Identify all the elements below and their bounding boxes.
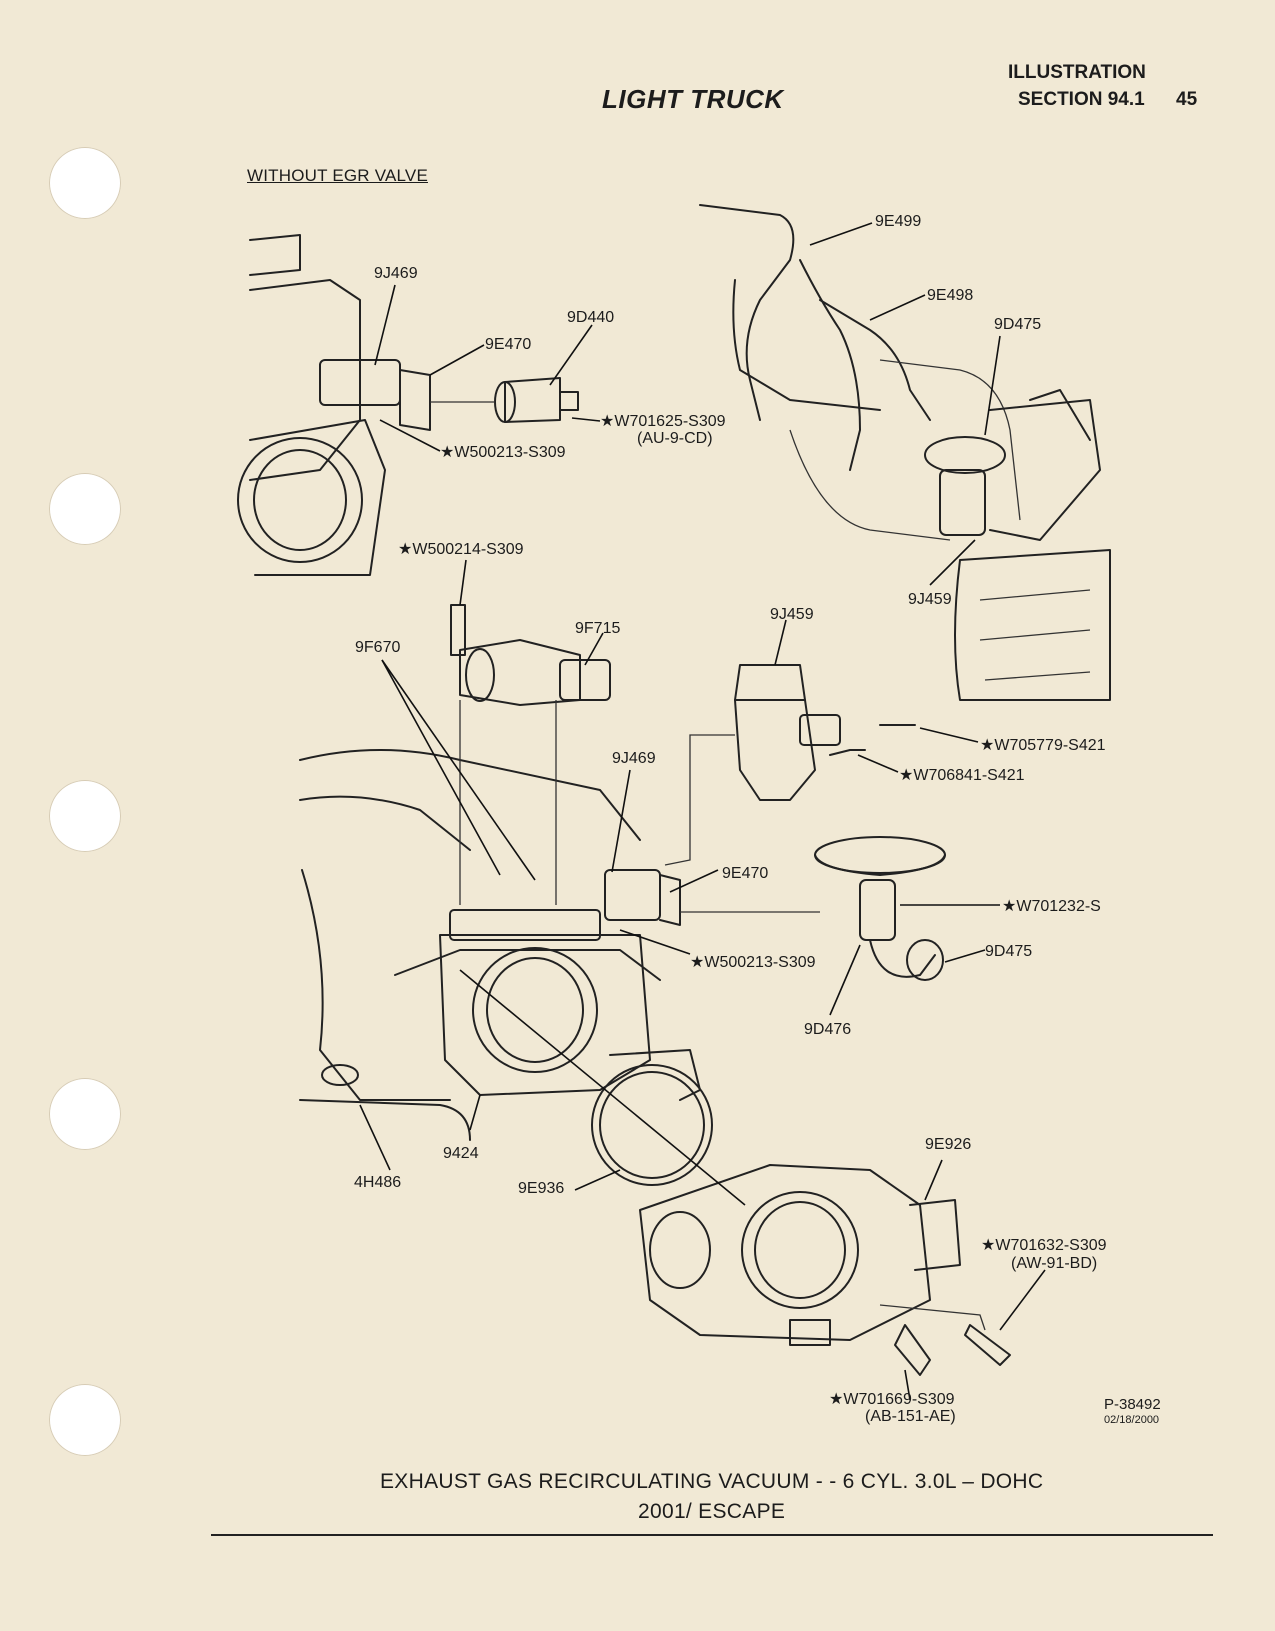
callout-w706841: ★W706841-S421 bbox=[899, 767, 1025, 784]
caption-line-2: 2001/ ESCAPE bbox=[638, 1500, 786, 1523]
callout-9e936: 9E936 bbox=[518, 1180, 565, 1197]
callout-9d475-top: 9D475 bbox=[994, 316, 1042, 333]
binder-hole bbox=[49, 1078, 121, 1150]
binder-hole bbox=[49, 473, 121, 545]
page-number: 45 bbox=[1176, 89, 1198, 110]
leader-lines bbox=[359, 222, 1046, 1401]
page-title: LIGHT TRUCK bbox=[602, 84, 784, 114]
callout-9e499: 9E499 bbox=[875, 213, 922, 230]
callout-w701232: ★W701232-S bbox=[1002, 898, 1101, 915]
callout-9j459-top: 9J459 bbox=[908, 591, 952, 608]
callout-9e926: 9E926 bbox=[925, 1136, 972, 1153]
callout-9e470: 9E470 bbox=[722, 865, 769, 882]
caption-line-1: EXHAUST GAS RECIRCULATING VACUUM - - 6 C… bbox=[380, 1470, 1044, 1493]
callout-ab-151-ae: (AB-151-AE) bbox=[865, 1408, 956, 1425]
callout-w500214: ★W500214-S309 bbox=[398, 541, 524, 558]
callout-au-9-cd: (AU-9-CD) bbox=[637, 430, 713, 447]
callout-9e470-top: 9E470 bbox=[485, 336, 532, 353]
callout-w701669: ★W701669-S309 bbox=[829, 1391, 955, 1408]
callout-9d476: 9D476 bbox=[804, 1021, 852, 1038]
callout-9j469: 9J469 bbox=[612, 750, 656, 767]
binder-hole bbox=[49, 780, 121, 852]
callout-4h486: 4H486 bbox=[354, 1174, 402, 1191]
callout-9j469-top: 9J469 bbox=[374, 265, 418, 282]
callout-9424: 9424 bbox=[443, 1145, 479, 1162]
intake-manifold-assembly bbox=[299, 604, 1011, 1376]
callout-w705779: ★W705779-S421 bbox=[980, 737, 1106, 754]
callout-w701632: ★W701632-S309 bbox=[981, 1237, 1107, 1254]
section-label: SECTION 94.1 bbox=[1018, 89, 1145, 110]
binder-hole bbox=[49, 147, 121, 219]
throttle-body-detail-top bbox=[237, 234, 579, 576]
callout-aw-91-bd: (AW-91-BD) bbox=[1011, 1255, 1098, 1272]
illustration-label: ILLUSTRATION bbox=[1008, 62, 1146, 83]
callout-9e498: 9E498 bbox=[927, 287, 974, 304]
binder-hole bbox=[49, 1384, 121, 1456]
figure-reference: P-38492 bbox=[1104, 1396, 1161, 1413]
callout-9f715: 9F715 bbox=[575, 620, 621, 637]
diagram-subtitle: WITHOUT EGR VALVE bbox=[247, 166, 428, 185]
callout-9j459: 9J459 bbox=[770, 606, 814, 623]
footer-rule bbox=[211, 1534, 1213, 1536]
callout-9d475: 9D475 bbox=[985, 943, 1033, 960]
figure-date: 02/18/2000 bbox=[1104, 1414, 1160, 1426]
callout-9d440: 9D440 bbox=[567, 309, 615, 326]
callout-w500213: ★W500213-S309 bbox=[690, 954, 816, 971]
callout-9f670: 9F670 bbox=[355, 639, 401, 656]
vacuum-harness-detail bbox=[699, 204, 1111, 701]
callout-w701625: ★W701625-S309 bbox=[600, 413, 726, 430]
callout-w500213-top: ★W500213-S309 bbox=[440, 444, 566, 461]
